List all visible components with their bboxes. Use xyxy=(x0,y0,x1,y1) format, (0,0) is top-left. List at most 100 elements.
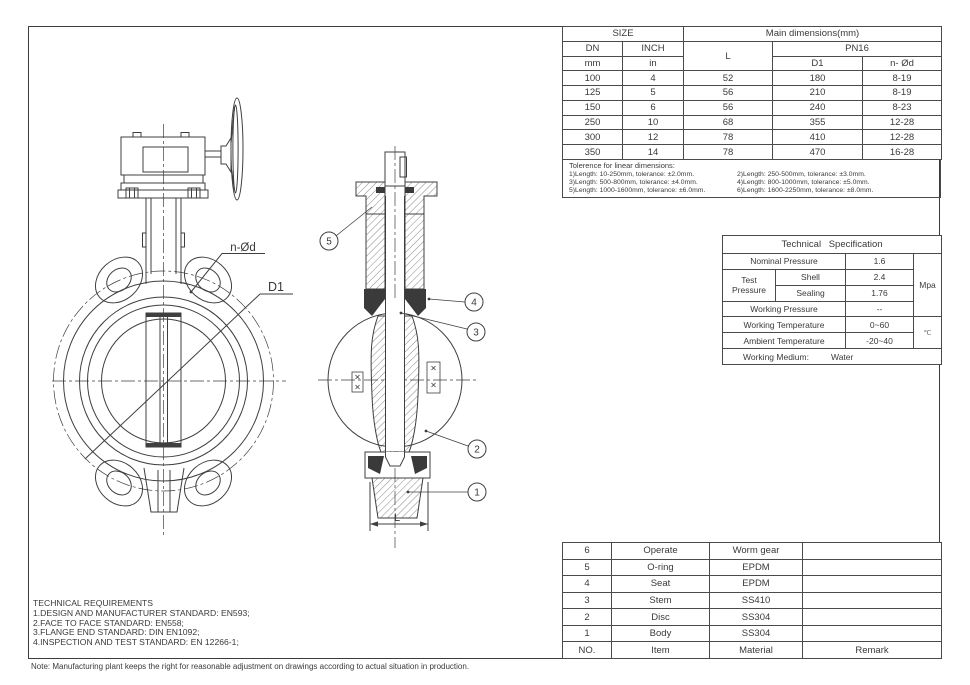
nominal-pressure-label: Nominal Pressure xyxy=(722,253,846,270)
dn-cell: 150 xyxy=(562,99,623,116)
tolerance-title: Tolerence for linear dimensions: xyxy=(569,161,675,170)
table-row: 300 12 78 410 12-28 xyxy=(562,129,942,146)
dn-cell: 350 xyxy=(562,144,623,160)
top-flange-section xyxy=(355,181,438,215)
spec-title: Technical Specification xyxy=(721,235,943,254)
technical-specification-table: Technical Specification Nominal Pressure… xyxy=(721,235,943,365)
inch-header: INCH xyxy=(622,40,684,57)
d1-cell: 240 xyxy=(772,99,863,116)
inch-cell: 10 xyxy=(622,114,684,131)
table-row: 2 Disc SS304 xyxy=(562,608,942,626)
part-no: 4 xyxy=(562,575,612,593)
requirement-item: 3.FLANGE END STANDARD: DIN EN1092; xyxy=(33,627,200,638)
part-no: 3 xyxy=(562,591,612,610)
callout-balloons xyxy=(319,231,487,502)
part-material: Worm gear xyxy=(709,542,803,560)
main-dimensions-header: Main dimensions(mm) xyxy=(683,26,942,42)
l-dimension xyxy=(369,482,429,531)
size-header: SIZE xyxy=(562,26,684,42)
d1-cell: 355 xyxy=(772,114,863,131)
nominal-pressure-value: 1.6 xyxy=(845,253,914,270)
l-cell: 68 xyxy=(683,114,773,131)
tolerance-list: 1)Length: 10-250mm, tolerance: ±2.0mm. 2… xyxy=(569,171,940,196)
remark-header: Remark xyxy=(802,641,942,659)
working-temperature-value: 0~60 xyxy=(845,316,914,334)
callout-leaders xyxy=(336,206,469,494)
front-view xyxy=(52,97,293,536)
tolerance-item: 5)Length: 1000-1600mm, tolerance: ±6.0mm… xyxy=(569,186,706,194)
table-row: 150 6 56 240 8-23 xyxy=(562,99,942,116)
dn-cell: 300 xyxy=(562,129,623,146)
nod-cell: 12-28 xyxy=(862,129,942,146)
part-no: 2 xyxy=(562,608,612,626)
sealing-value: 1.76 xyxy=(845,284,914,302)
part-no: 5 xyxy=(562,558,612,577)
dn-cell: 125 xyxy=(562,85,623,101)
ambient-temperature-value: -20~40 xyxy=(845,332,914,350)
dn-cell: 250 xyxy=(562,114,623,131)
dn-header: DN xyxy=(562,40,623,57)
part-item: Operate xyxy=(611,542,710,560)
tolerance-notes: Tolerence for linear dimensions: 1)Lengt… xyxy=(562,160,941,198)
table-row: 350 14 78 470 16-28 xyxy=(562,144,942,160)
callout-3-number: 3 xyxy=(473,328,479,339)
test-pressure-label: Test Pressure xyxy=(722,268,776,302)
callout-1-number: 1 xyxy=(474,488,480,499)
l-header: L xyxy=(683,40,773,72)
callout-2-number: 2 xyxy=(474,445,480,456)
parts-list-table: 6 Operate Worm gear 5 O-ring EPDM 4 Seat… xyxy=(562,542,942,659)
l-cell: 56 xyxy=(683,85,773,101)
technical-requirements-title: TECHNICAL REQUIREMENTS xyxy=(33,598,154,608)
part-remark xyxy=(802,558,942,577)
part-item: Body xyxy=(611,624,710,643)
part-no: 1 xyxy=(562,624,612,643)
tolerance-item: 6)Length: 1600-2250mm, tolerance: ±8.0mm… xyxy=(737,186,874,194)
technical-requirements: TECHNICAL REQUIREMENTS 1.DESIGN AND MANU… xyxy=(33,598,250,648)
nod-cell: 8-23 xyxy=(862,99,942,116)
tolerance-item: 1)Length: 10-250mm, tolerance: ±2.0mm. xyxy=(569,170,695,178)
working-medium-row: Working Medium: Water xyxy=(721,348,943,365)
d1-cell: 410 xyxy=(772,129,863,146)
shell-value: 2.4 xyxy=(845,268,914,286)
d1-cell: 470 xyxy=(772,144,863,160)
part-remark xyxy=(802,542,942,560)
no-header: NO. xyxy=(562,641,612,659)
part-remark xyxy=(802,591,942,610)
part-remark xyxy=(802,608,942,626)
part-item: Stem xyxy=(611,591,710,610)
table-row: 4 Seat EPDM xyxy=(562,575,942,593)
shell-label: Shell xyxy=(775,268,846,286)
requirement-item: 1.DESIGN AND MANUFACTURER STANDARD: EN59… xyxy=(33,607,250,618)
handwheel xyxy=(205,97,244,201)
neck-section xyxy=(365,213,425,290)
label-length-dim: L xyxy=(394,512,400,524)
nod-cell: 8-19 xyxy=(862,85,942,101)
callout-4-number: 4 xyxy=(471,298,477,309)
nod-cell: 16-28 xyxy=(862,144,942,160)
tolerance-item: 4)Length: 800-1000mm, tolerance: ±5.0mm. xyxy=(737,178,870,186)
inch-cell: 4 xyxy=(622,70,684,87)
in-header: in xyxy=(622,55,684,72)
label-bolt-holes: n-Ød xyxy=(230,242,256,254)
hub-section xyxy=(370,196,420,453)
table-row: 6 Operate Worm gear xyxy=(562,542,942,560)
position-markers xyxy=(351,361,441,394)
pn16-header: PN16 xyxy=(772,40,942,57)
item-header: Item xyxy=(611,641,710,659)
table-row: 125 5 56 210 8-19 xyxy=(562,85,942,101)
temperature-unit: ℃ xyxy=(912,316,943,350)
section-view xyxy=(318,146,487,548)
mm-header: mm xyxy=(562,55,623,72)
working-pressure-value: -- xyxy=(845,300,914,318)
bottom-boss xyxy=(143,467,185,513)
table-header-row: NO. Item Material Remark xyxy=(562,641,942,659)
part-material: SS304 xyxy=(709,608,803,626)
table-row: 250 10 68 355 12-28 xyxy=(562,114,942,131)
sealing-label: Sealing xyxy=(775,284,846,302)
requirement-item: 2.FACE TO FACE STANDARD: EN558; xyxy=(33,617,184,628)
d1-cell: 180 xyxy=(772,70,863,87)
table-row: 5 O-ring EPDM xyxy=(562,558,942,577)
tolerance-item: 3)Length: 500-800mm, tolerance: ±4.0mm. xyxy=(569,178,698,186)
